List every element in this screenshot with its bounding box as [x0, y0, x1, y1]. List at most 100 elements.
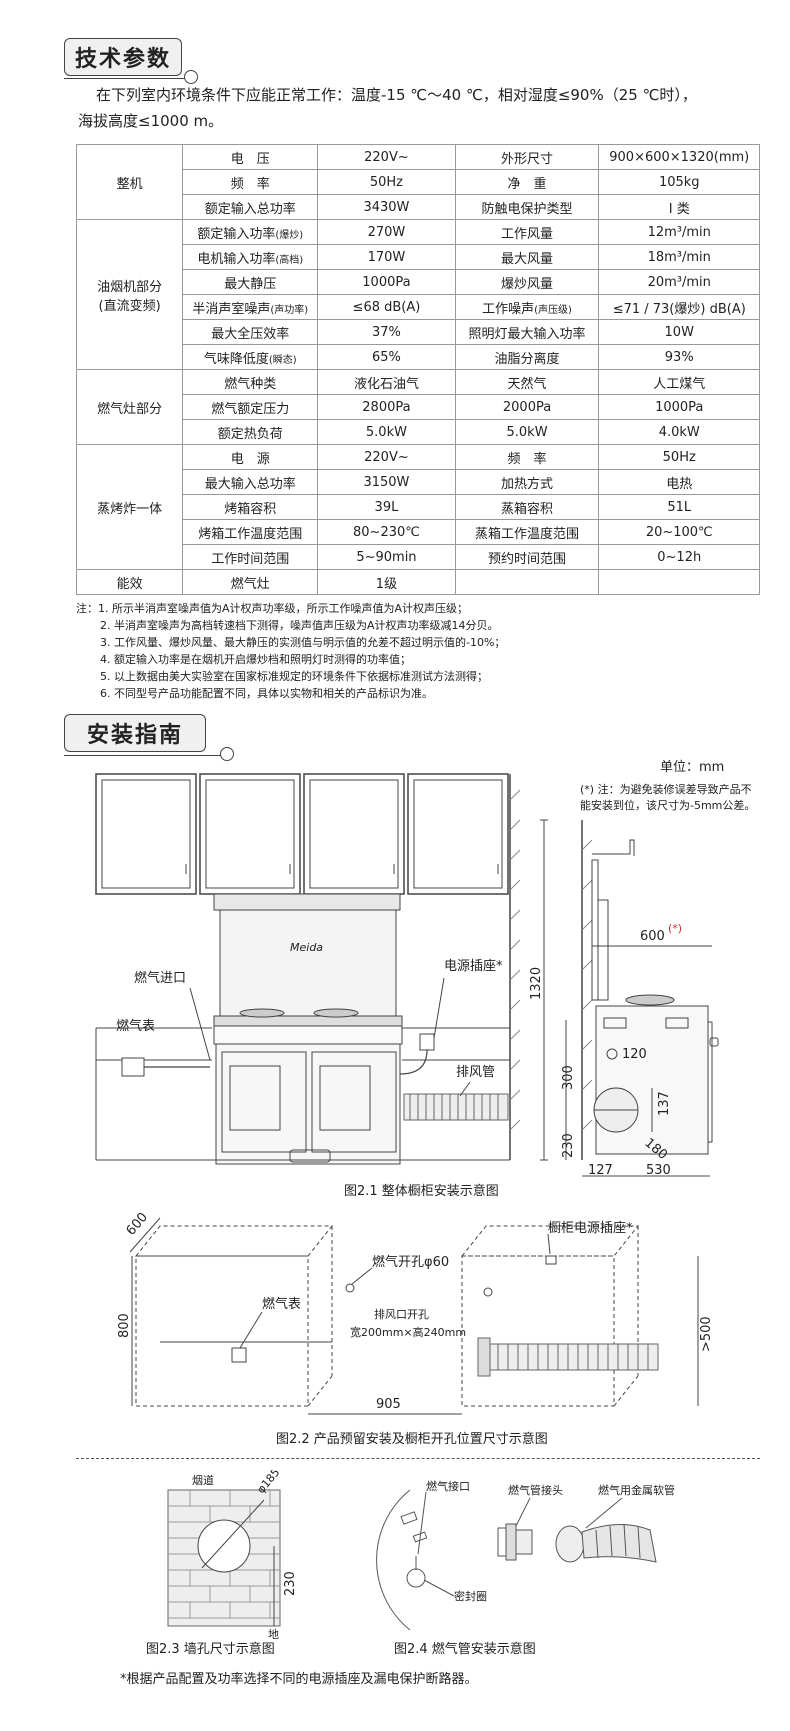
figure-cabinet-holes: 800 600 燃气表 燃气开孔φ60 排风口开孔 宽200mm×高240mm … — [117, 1210, 714, 1415]
table-cell: 39L — [317, 494, 456, 520]
table-cell: 电热 — [598, 469, 760, 495]
group-name-line1: 油烟机部分 — [97, 279, 163, 295]
label-gas-hole: 燃气开孔φ60 — [372, 1254, 449, 1270]
table-row: 油烟机部分(直流变频) 额定输入功率(爆炒) 270W 工作风量 12m³/mi… — [75, 219, 760, 370]
table-cell: 油脂分离度 — [454, 344, 600, 370]
table-cell: 50Hz — [598, 444, 760, 470]
label-exhaust-hole-1: 排风口开孔 — [374, 1307, 429, 1321]
note-line: 4. 额定输入功率是在烟机开启爆炒档和照明灯时测得的功率值； — [100, 653, 411, 666]
table-cell: ≤71 / 73(爆炒) dB(A) — [598, 294, 760, 320]
section-header-install: 安装指南 — [64, 714, 207, 752]
table-cell: 气味降低度(瞬态) — [182, 344, 319, 370]
table-cell — [598, 569, 760, 595]
table-cell: 电 源 — [182, 444, 319, 470]
table-row: 额定输入总功率 3430W 防触电保护类型 I 类 — [77, 194, 760, 220]
cell-label: 半消声室噪声 — [192, 301, 271, 317]
table-cell: 燃气灶 — [182, 569, 319, 595]
label-exhaust: 排风管 — [456, 1065, 495, 1080]
dim-120: 120 — [622, 1047, 647, 1062]
cell-note: (爆炒) — [275, 229, 304, 241]
table-cell: 防触电保护类型 — [454, 194, 600, 220]
intro-text: 在下列室内环境条件下应能正常工作：温度-15 ℃～40 ℃，相对湿度≤90%（2… — [78, 82, 758, 134]
gas-connector — [497, 1523, 533, 1561]
table-row: 能效 燃气灶 1级 — [75, 569, 760, 595]
table-cell: 5~90min — [317, 544, 456, 570]
table-cell: 18m³/min — [598, 244, 760, 270]
cell-note: (声功率) — [270, 304, 309, 316]
table-cell: 最大全压效率 — [182, 319, 319, 345]
table-cell: 2800Pa — [317, 394, 456, 420]
cell-note: (声压级) — [534, 304, 572, 316]
product-front — [213, 893, 403, 1165]
table-cell: 额定输入总功率 — [182, 194, 319, 220]
gas-hose — [555, 1523, 657, 1563]
table-row: 气味降低度(瞬态) 65% 油脂分离度 93% — [77, 344, 760, 370]
table-cell: ≤68 dB(A) — [317, 294, 456, 320]
figure-wall-hole: 烟道 φ185 230 地 — [167, 1470, 298, 1640]
dim-137: 137 — [657, 1091, 672, 1116]
table-cell: 蒸箱容积 — [454, 494, 600, 520]
table-cell: 预约时间范围 — [454, 544, 600, 570]
table-cell: 50Hz — [317, 169, 456, 195]
section-title: 技术参数 — [64, 38, 183, 76]
table-cell: 照明灯最大输入功率 — [454, 319, 600, 345]
table-cell: 燃气额定压力 — [182, 394, 319, 420]
table-row: 最大全压效率 37% 照明灯最大输入功率 10W — [77, 319, 760, 345]
table-cell: 170W — [317, 244, 456, 270]
label-gas-port: 燃气接口 — [426, 1479, 470, 1493]
divider — [64, 755, 222, 756]
table-row: 蒸烤炸一体 电 源 220V~ 频 率 50Hz — [75, 444, 760, 570]
gas-meter-shape — [121, 1057, 145, 1077]
table-cell: 电机输入功率(高档) — [182, 244, 319, 270]
table-cell: 220V~ — [317, 144, 456, 170]
table-cell: 额定输入功率(爆炒) — [182, 219, 319, 245]
section-header-specs: 技术参数 — [64, 38, 183, 76]
table-cell: 1000Pa — [598, 394, 760, 420]
dim-300: 300 — [561, 1065, 576, 1090]
table-cell: 额定热负荷 — [182, 419, 319, 445]
counter — [95, 1027, 510, 1161]
gas-meter-shape — [231, 1347, 247, 1363]
table-cell: 65% — [317, 344, 456, 370]
cell-label: 工作噪声 — [482, 301, 535, 317]
table-cell: 加热方式 — [454, 469, 600, 495]
label-power-socket: 电源插座* — [444, 959, 503, 974]
footnote: *根据产品配置及功率选择不同的电源插座及漏电保护断路器。 — [120, 1672, 478, 1687]
table-row: 最大输入总功率 3150W 加热方式 电热 — [77, 469, 760, 495]
table-cell: 3150W — [317, 469, 456, 495]
dim-600-mark: (*) — [668, 922, 682, 935]
label-connector: 燃气管接头 — [508, 1483, 563, 1497]
label-flue: 烟道 — [192, 1473, 214, 1487]
label-gas-meter: 燃气表 — [116, 1018, 155, 1034]
table-cell: 900×600×1320(mm) — [598, 144, 760, 170]
note-line: 6. 不同型号产品功能配置不同，具体以实物和相关的产品标识为准。 — [100, 687, 433, 700]
table-row: 工作时间范围 5~90min 预约时间范围 0~12h — [77, 544, 760, 570]
table-row: 整机 电 压 220V~ 外形尺寸 900×600×1320(mm) — [75, 144, 760, 220]
dim-500: >500 — [699, 1316, 714, 1352]
cell-note: (高档) — [275, 254, 304, 266]
table-cell: 51L — [598, 494, 760, 520]
table-cell: 人工煤气 — [598, 369, 760, 395]
figure-caption: 图2.2 产品预留安装及橱柜开孔位置尺寸示意图 — [276, 1432, 548, 1447]
section-title: 安装指南 — [64, 714, 207, 752]
unit-note: (*) 注：为避免装修误差导致产品不能安装到位，该尺寸为-5mm公差。 — [580, 783, 756, 812]
group-name: 蒸烤炸一体 — [75, 444, 184, 570]
table-cell: 最大风量 — [454, 244, 600, 270]
dim-530: 530 — [646, 1163, 671, 1178]
dim-1320: 1320 — [529, 967, 544, 1000]
table-cell: 最大输入总功率 — [182, 469, 319, 495]
table-cell: 4.0kW — [598, 419, 760, 445]
table-row: 额定热负荷 5.0kW 5.0kW 4.0kW — [77, 419, 760, 445]
table-cell: 0~12h — [598, 544, 760, 570]
brand-logo: Meida — [290, 941, 323, 954]
label-ground: 地 — [268, 1628, 279, 1640]
divider-dot-icon — [184, 70, 198, 84]
table-cell: 燃气种类 — [182, 369, 319, 395]
figure-gas-pipe: 燃气接口 密封圈 燃气管接头 燃气用金属软管 — [376, 1479, 675, 1631]
table-row: 烤箱工作温度范围 80~230℃ 蒸箱工作温度范围 20~100℃ — [77, 519, 760, 545]
exhaust-hose — [403, 1093, 509, 1121]
upper-cabinets — [95, 773, 509, 895]
dim-905: 905 — [376, 1397, 401, 1412]
dim-600: 600 — [640, 929, 665, 944]
table-cell: 2000Pa — [454, 394, 600, 420]
